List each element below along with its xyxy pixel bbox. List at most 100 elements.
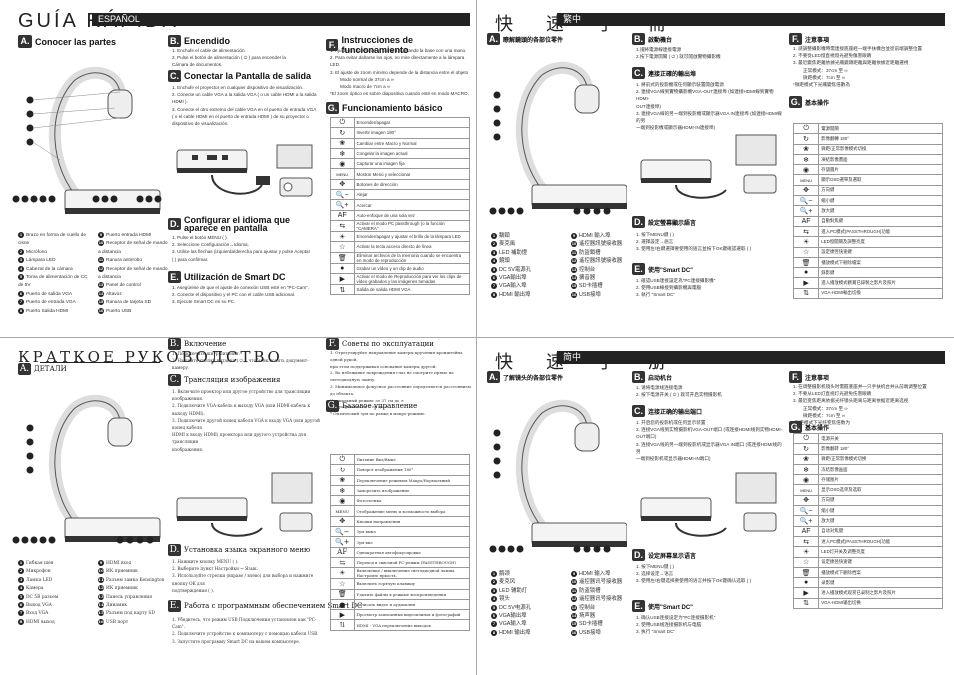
zoom-in-icon: 🔍+ [792, 515, 820, 527]
camera-icon: ◉ [330, 158, 355, 170]
freeze-icon: ❄ [330, 147, 355, 160]
operation-row: 🔍−縮小鍵 [792, 195, 943, 207]
operation-row: ⏻Encender/apagar [330, 116, 471, 129]
language-bar: 简中 [557, 351, 945, 364]
operation-description: Просмотр записанных видеоклипов и фотогр… [353, 609, 471, 621]
section-f-heading: F.注意事項 [789, 33, 829, 45]
operation-description: 冻结影像画面 [818, 463, 943, 476]
autofocus-icon: AF [792, 525, 820, 537]
operation-description: 存儲圖片 [818, 164, 943, 176]
operation-row: ❀Cambiar entre Macro y Normal [330, 137, 471, 149]
operation-row: ⇆Переход в сквозной PC-режим (PASSTHROUG… [330, 556, 471, 569]
camera-icon: ◉ [792, 164, 820, 176]
operation-description: 顯示OSD選單及選取 [818, 174, 943, 186]
operation-row: ↻影像翻转 180° [792, 443, 943, 455]
operation-description: Питание Вкл/Выкл [353, 453, 471, 466]
operation-row: ↻影像翻轉 180° [792, 133, 943, 145]
operation-row: ●录影键 [792, 577, 943, 589]
operation-row: ☀LED灯开关及调整亮度 [792, 546, 943, 558]
operation-description: Grabar un vídeo y un clip de audio [353, 262, 471, 274]
led-lamp-icon: ☀ [330, 230, 355, 243]
freeze-icon: ❄ [330, 484, 355, 497]
section-b-text: 1. Enchufe el cable de alimentación.2. P… [172, 48, 286, 68]
led-lamp-icon: ☀ [792, 236, 820, 248]
record-icon: ● [330, 598, 355, 611]
operation-row: ⇅VGA-HDMI輸出切換 [792, 287, 943, 300]
operation-row: 🔍+放大鍵 [792, 205, 943, 217]
operation-row: ▶進入播放模式觀賞已錄製之影片及照片 [792, 277, 943, 289]
quadrant-divider-vertical [476, 0, 477, 675]
quadrant-divider-horizontal [0, 337, 954, 338]
operation-description: Однократная автофокусировка [353, 546, 471, 558]
hotkey-icon: ☆ [330, 578, 355, 590]
document-camera-diagram [493, 399, 627, 547]
operation-row: ◉Фотосъемка [330, 495, 471, 507]
operation-description: 方向键 [818, 494, 943, 507]
operation-row: 🔍+Зум вкл [330, 536, 471, 548]
macro-icon: ❀ [330, 474, 355, 486]
connection-illustration [640, 134, 777, 199]
operation-description: 存储图片 [818, 474, 943, 486]
direction-pad-icon: ✥ [792, 184, 820, 197]
port-callouts [12, 536, 154, 544]
hotkey-icon: ☆ [330, 241, 355, 253]
section-e-text: 1. Asegúrese de que el ajuste de conexió… [172, 285, 310, 305]
operation-description: 電源開關 [818, 122, 943, 135]
section-d-heading: D.設定螢幕顯示語言 [632, 216, 697, 228]
freeze-icon: ❄ [792, 153, 820, 166]
operation-row: ✥Botones de dirección [330, 178, 471, 191]
section-g-heading: G.Funcionamiento básico [326, 102, 443, 114]
section-a-heading: A.ДЕТАЛИ [18, 363, 67, 375]
basic-operations-table: ⏻Encender/apagar↻Invertir imagen 180°❀Ca… [330, 116, 471, 296]
led-lamp-icon: ☀ [792, 546, 820, 558]
operation-description: 影像翻轉 180° [818, 133, 943, 145]
operation-row: ◉Capturar una imagen fija [330, 158, 471, 170]
section-g-heading: G.基本操作 [789, 96, 830, 108]
power-icon: ⏻ [330, 453, 355, 466]
section-b-heading: B.启动机台 [632, 371, 673, 383]
connection-illustration [176, 472, 313, 537]
operation-row: ⇅HDMI - VGA переключение выходов [330, 619, 471, 631]
operation-description: Congelar la imagen actual [353, 147, 471, 160]
zoom-out-icon: 🔍− [330, 189, 355, 201]
macro-icon: ❀ [792, 453, 820, 465]
operation-description: Encender/apagar y ajustar el brillo de l… [353, 230, 471, 243]
operation-description: Поворот изображения 180° [353, 464, 471, 476]
operation-row: ↻Поворот изображения 180° [330, 464, 471, 476]
section-b-heading: B.Включение [168, 338, 227, 350]
operation-description: 縮小鍵 [818, 195, 943, 207]
zoom-out-icon: 🔍− [792, 195, 820, 207]
pc-passthrough-icon: ⇆ [330, 219, 355, 232]
operation-description: Encender/apagar [353, 116, 471, 129]
operation-row: ◉存储图片 [792, 474, 943, 486]
delete-icon: 🗑 [792, 566, 820, 579]
pc-passthrough-icon: ⇆ [792, 225, 820, 238]
